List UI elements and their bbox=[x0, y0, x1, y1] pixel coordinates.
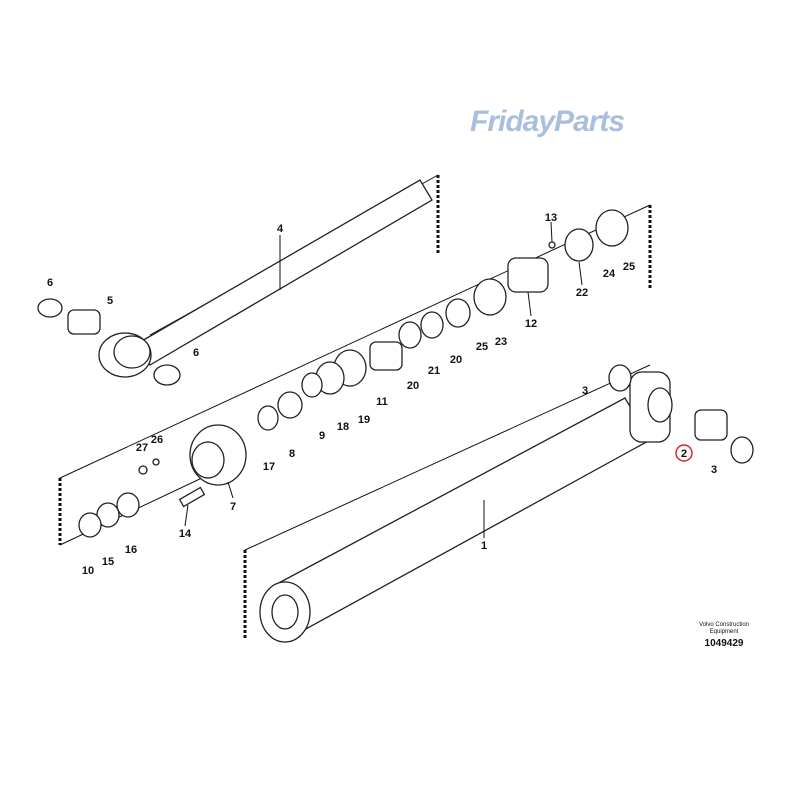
callout: 20 bbox=[407, 380, 419, 392]
callout: 13 bbox=[545, 212, 557, 224]
callout: 20 bbox=[450, 354, 462, 366]
cylinder-head bbox=[78, 424, 247, 538]
callout: 11 bbox=[376, 396, 388, 408]
callout: 25 bbox=[476, 341, 488, 353]
callout: 18 bbox=[337, 421, 349, 433]
callout: 26 bbox=[151, 434, 163, 446]
callout: 21 bbox=[428, 365, 440, 377]
piston-rod bbox=[37, 179, 433, 386]
callout: 12 bbox=[525, 318, 537, 330]
callout: 23 bbox=[495, 336, 507, 348]
callout: 17 bbox=[263, 461, 275, 473]
callout: 22 bbox=[576, 287, 588, 299]
callout: 24 bbox=[603, 268, 616, 280]
piston-seals bbox=[257, 209, 629, 431]
callout-highlighted: 2 bbox=[681, 448, 687, 460]
callout: 7 bbox=[230, 501, 236, 513]
cylinder-tube bbox=[259, 364, 754, 643]
part-callouts: 4 6 5 6 13 22 24 25 12 25 23 20 21 20 11… bbox=[47, 212, 717, 577]
watermark-logo: FridayParts bbox=[470, 105, 625, 138]
callout: 16 bbox=[125, 544, 137, 556]
callout: 9 bbox=[319, 430, 325, 442]
callout: 5 bbox=[107, 295, 113, 307]
highlight-circle bbox=[675, 444, 693, 462]
callout: 25 bbox=[623, 261, 635, 273]
leader-lines bbox=[184, 221, 583, 538]
drawing-number: 1049429 bbox=[704, 638, 744, 649]
callout: 10 bbox=[82, 565, 94, 577]
callout: 6 bbox=[47, 277, 53, 289]
callout: 14 bbox=[179, 528, 192, 540]
callout: 4 bbox=[277, 223, 284, 235]
callout: 6 bbox=[193, 347, 199, 359]
callout: 27 bbox=[136, 442, 148, 454]
callout: 3 bbox=[582, 385, 588, 397]
callout: 3 bbox=[711, 464, 717, 476]
callout: 15 bbox=[102, 556, 114, 568]
callout: 19 bbox=[358, 414, 370, 426]
brand-line-1: Volvo Construction bbox=[698, 622, 750, 628]
brand-line-2: Equipment bbox=[709, 629, 739, 635]
callout: 1 bbox=[481, 540, 487, 552]
drawing-footer: Volvo Construction Equipment 1049429 bbox=[688, 622, 760, 649]
callout: 8 bbox=[289, 448, 295, 460]
